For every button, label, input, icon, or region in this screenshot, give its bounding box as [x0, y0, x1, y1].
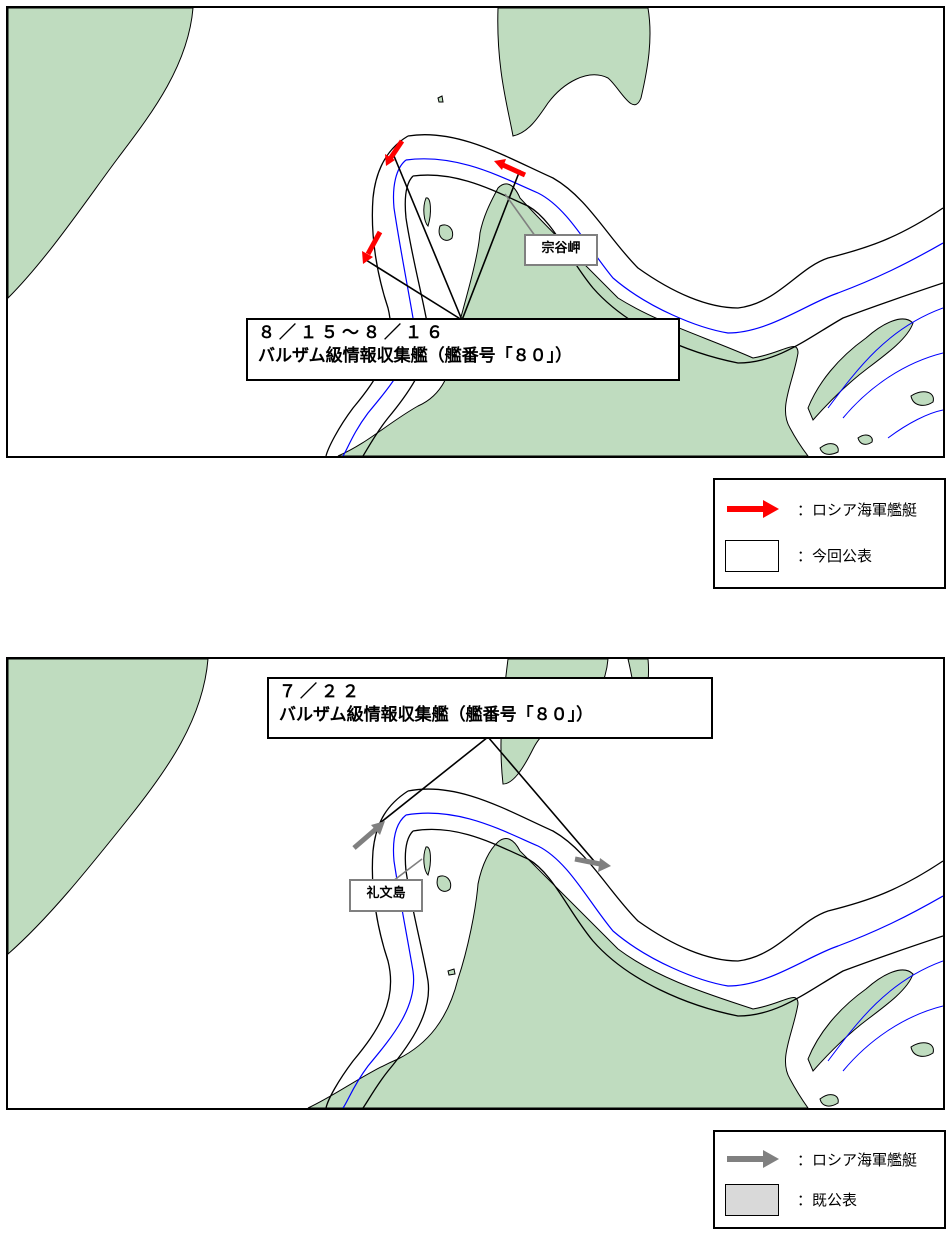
sea-contour — [827, 960, 943, 1062]
callout-vessel-name: バルザム級情報収集艦（艦番号「８０」） — [258, 346, 573, 366]
callout-leader-lines — [365, 155, 521, 321]
map-panel-current: ８／１５～８／１６ バルザム級情報収集艦（艦番号「８０」） 宗谷岬 — [6, 6, 945, 458]
legend-row-box: ：既公表 — [725, 1184, 940, 1216]
legend-this-time-swatch — [725, 540, 779, 572]
sea-contour — [887, 409, 943, 439]
legend-bottom: ：ロシア海軍艦艇 ：既公表 — [713, 1130, 946, 1229]
sea-contour — [842, 1005, 943, 1072]
place-label-pointer — [392, 858, 423, 882]
land-northern-island — [807, 318, 914, 421]
land-asia-coast — [8, 8, 194, 299]
legend-arrow-label: ：ロシア海軍艦艇 — [797, 501, 918, 519]
sea-contour — [842, 352, 943, 419]
land-small-islet — [857, 434, 873, 445]
land-small-islet — [910, 391, 934, 406]
sea-boundary-territorial — [342, 812, 943, 1108]
land-asia-coast — [8, 659, 209, 955]
legend-already-published-swatch — [725, 1184, 779, 1216]
land-rebun-island — [423, 197, 431, 227]
gray-arrow-icon — [727, 1150, 779, 1168]
legend-arrow-swatch — [725, 1144, 781, 1174]
vessel-callout: ８／１５～８／１６ バルザム級情報収集艦（艦番号「８０」） — [246, 318, 680, 381]
sea-contour — [827, 307, 943, 409]
red-arrow-icon — [494, 159, 527, 178]
land-small-islet — [437, 95, 444, 103]
callout-leader-lines — [379, 736, 595, 862]
sea-boundary-outer — [325, 134, 943, 456]
red-arrow-icon — [362, 230, 383, 264]
legend-box-label: ：既公表 — [797, 1191, 858, 1209]
gray-arrow-icon — [352, 821, 385, 850]
land-sakhalin — [497, 8, 651, 137]
callout-vessel-name: バルザム級情報収集艦（艦番号「８０」） — [279, 705, 594, 725]
land-hokkaido — [307, 838, 809, 1108]
callout-date: ７／２２ — [279, 682, 363, 702]
callout-date: ８／１５～８／１６ — [258, 323, 447, 343]
red-arrow-icon — [727, 500, 779, 518]
map-panel-previous: ７／２２ バルザム級情報収集艦（艦番号「８０」） 礼文島 — [6, 657, 945, 1110]
place-label-rebun-island: 礼文島 — [349, 879, 423, 912]
land-rebun-island — [423, 846, 431, 876]
legend-arrow-swatch — [725, 494, 781, 524]
vessel-callout: ７／２２ バルザム級情報収集艦（艦番号「８０」） — [267, 677, 713, 739]
gray-arrow-icon — [574, 856, 611, 872]
legend-row-arrow: ：ロシア海軍艦艇 — [725, 494, 940, 524]
legend-row-arrow: ：ロシア海軍艦艇 — [725, 1144, 940, 1174]
sea-boundary-contiguous — [362, 828, 943, 1108]
land-small-islet — [819, 443, 839, 455]
legend-row-box: ：今回公表 — [725, 540, 940, 572]
legend-box-label: ：今回公表 — [797, 547, 873, 565]
land-small-islet — [819, 1094, 839, 1107]
legend-arrow-label: ：ロシア海軍艦艇 — [797, 1151, 918, 1169]
legend-top: ：ロシア海軍艦艇 ：今回公表 — [713, 478, 946, 589]
map-graphic — [8, 8, 943, 456]
land-rishiri-island — [438, 224, 454, 241]
land-small-islet — [447, 968, 456, 976]
place-label-cape-soya: 宗谷岬 — [524, 234, 598, 266]
land-rishiri-island — [436, 875, 452, 892]
land-small-islet — [910, 1042, 934, 1057]
red-arrow-icon — [385, 139, 405, 166]
place-label-pointer — [504, 193, 539, 241]
